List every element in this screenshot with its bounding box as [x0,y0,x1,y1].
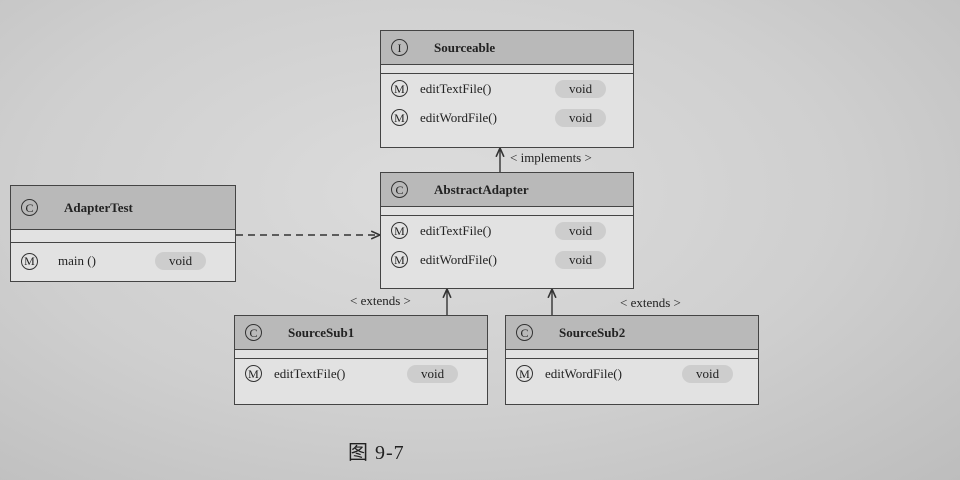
method-icon: M [516,365,533,382]
method-row: M editWordFile() void [506,359,758,388]
method-name: main () [58,253,96,268]
method-name: editWordFile() [545,365,622,381]
class-header: C AdapterTest [11,186,235,230]
return-type: void [682,364,734,383]
interface-icon: I [391,39,408,56]
method-row: M editTextFile() void [235,359,487,388]
class-name: AdapterTest [64,199,133,215]
class-header: C SourceSub2 [506,316,758,350]
fields-section [381,207,633,216]
method-icon: M [391,109,408,126]
class-icon: C [21,199,38,216]
extends-label-sub2: < extends > [620,295,681,310]
fields-section [235,350,487,359]
method-icon: M [245,365,262,382]
extends-label-sub1: < extends > [350,293,411,308]
fields-section [381,65,633,74]
method-icon: M [21,252,38,270]
class-header: C SourceSub1 [235,316,487,350]
class-header: C AbstractAdapter [381,173,633,207]
method-name: editTextFile() [420,80,492,96]
method-row: M editTextFile() void [381,74,633,103]
method-name: editWordFile() [420,251,497,267]
return-type: void [555,108,607,127]
method-row: M editTextFile() void [381,216,633,245]
method-row: M editWordFile() void [381,245,633,274]
class-source-sub1: C SourceSub1 M editTextFile() void [234,315,488,405]
return-type: void [555,221,607,240]
method-icon: M [391,251,408,268]
figure-caption: 图 9-7 [348,442,405,464]
return-type: void [155,252,207,270]
class-icon: C [245,324,262,341]
class-name: Sourceable [434,39,496,55]
method-name: editTextFile() [420,222,492,238]
method-name: editWordFile() [420,109,497,125]
implements-label: < implements > [510,150,592,165]
method-row: M editWordFile() void [381,103,633,132]
class-icon: C [516,324,533,341]
class-name: AbstractAdapter [434,181,529,197]
fields-section [506,350,758,359]
class-abstract-adapter: C AbstractAdapter M editTextFile() void … [380,172,634,289]
class-header: I Sourceable [381,31,633,65]
class-name: SourceSub2 [559,324,626,340]
return-type: void [555,250,607,269]
class-name: SourceSub1 [288,324,355,340]
class-source-sub2: C SourceSub2 M editWordFile() void [505,315,759,405]
method-row: M main () void [11,243,235,279]
class-adapter-test: C AdapterTest M main () void [10,185,236,282]
fields-section [11,230,235,243]
return-type: void [555,79,607,98]
method-name: editTextFile() [274,365,346,381]
method-icon: M [391,80,408,97]
class-icon: C [391,181,408,198]
class-sourceable: I Sourceable M editTextFile() void M edi… [380,30,634,148]
method-icon: M [391,222,408,239]
return-type: void [407,364,459,383]
